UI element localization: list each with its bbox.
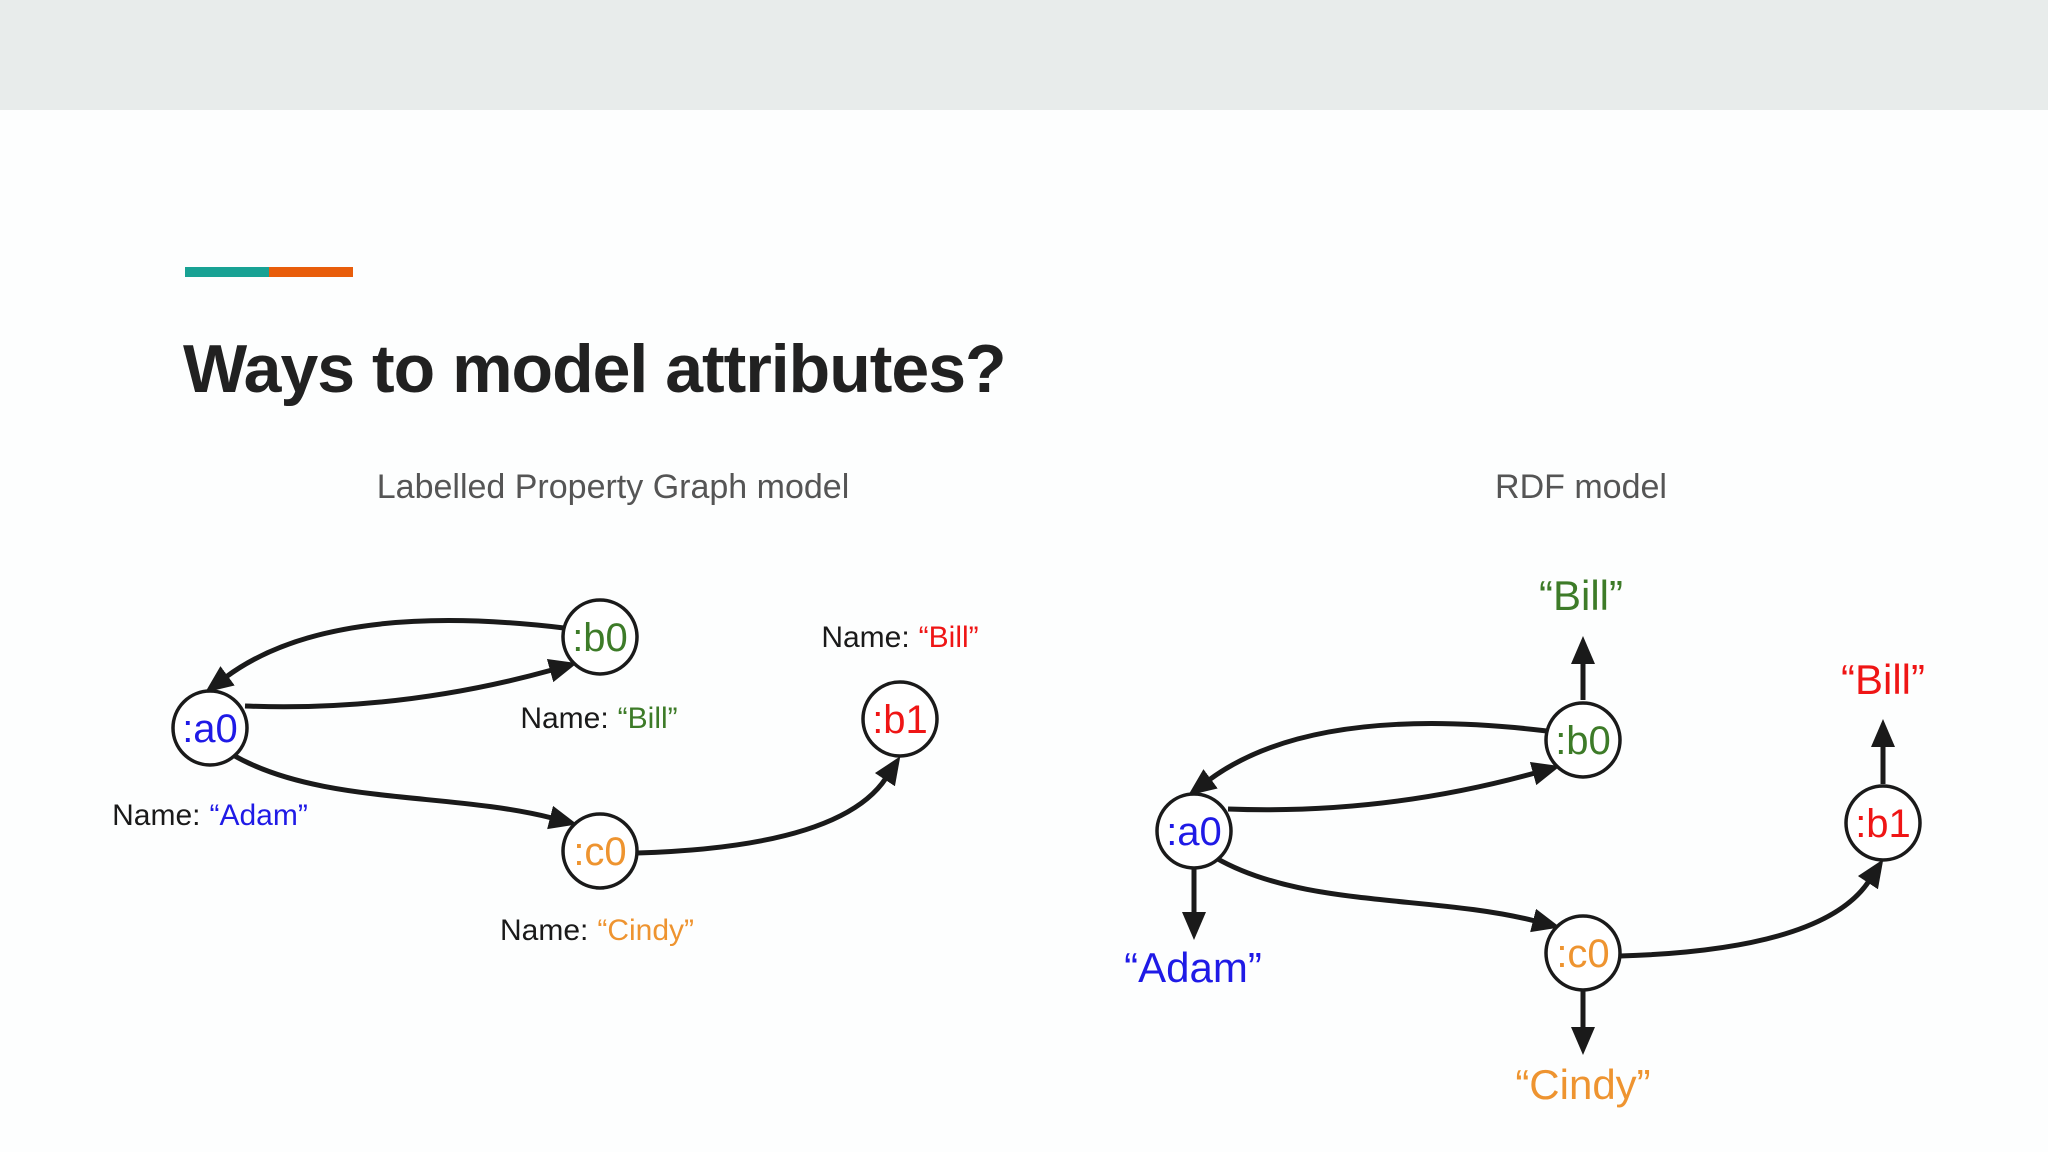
lpg-edge-a0-b0: [244, 658, 578, 710]
rdf-edge-a0-c0: [1214, 855, 1561, 933]
rdf-literal-a0: “Adam”: [1124, 944, 1262, 991]
rdf-diagram: :a0 :b0 :c0 :b1: [1155, 636, 1922, 1055]
rdf-subtitle: RDF model: [1495, 468, 1667, 506]
rdf-node-a0-label: :a0: [1166, 810, 1222, 854]
rdf-edge-b0-a0: [1188, 721, 1548, 796]
rdf-node-b0-label: :b0: [1555, 719, 1611, 763]
lpg-node-b1-label: :b1: [872, 698, 928, 742]
property-value: “Adam”: [209, 799, 308, 832]
lpg-node-b0-circle: [561, 598, 639, 676]
property-value: “Bill”: [918, 621, 979, 654]
lpg-edge-b0-a0: [205, 618, 565, 693]
rdf-edge-a0-b0: [1227, 761, 1561, 813]
lpg-edge-a0-c0: [231, 752, 578, 830]
lpg-property-label-b0: Name:“Bill”: [520, 702, 677, 736]
rdf-literal-c0: “Cindy”: [1515, 1061, 1651, 1108]
lpg-node-a0-circle: [171, 689, 249, 767]
lpg-node-c0-circle: [561, 812, 639, 890]
property-value: “Bill”: [617, 702, 678, 735]
lpg-node-b0-label: :b0: [572, 616, 628, 660]
property-prefix: Name:: [821, 621, 910, 654]
lpg-property-label-c0: Name:“Cindy”: [500, 914, 694, 948]
accent-bar-teal: [185, 267, 269, 277]
rdf-literal-b1: “Bill”: [1841, 656, 1925, 703]
rdf-node-c0-circle: [1544, 914, 1622, 992]
lpg-node-c0-label: :c0: [573, 830, 626, 874]
property-prefix: Name:: [112, 799, 201, 832]
rdf-node-c0-label: :c0: [1556, 932, 1609, 976]
rdf-node-b1-label: :b1: [1855, 802, 1911, 846]
property-prefix: Name:: [499, 914, 589, 947]
rdf-edge-c0-b1: [1619, 859, 1884, 959]
rdf-node-b0-circle: [1544, 701, 1622, 779]
accent-bar: [185, 267, 353, 277]
lpg-diagram: :a0 :b0 :c0 :b1: [171, 598, 939, 890]
page-title: Ways to model attributes?: [183, 331, 1007, 407]
property-prefix: Name:: [520, 702, 609, 735]
lpg-node-a0-label: :a0: [182, 707, 238, 751]
lpg-subtitle: Labelled Property Graph model: [376, 468, 850, 506]
lpg-property-label-b1: Name:“Bill”: [821, 621, 978, 655]
rdf-node-a0-circle: [1155, 792, 1233, 870]
lpg-property-label-a0: Name:“Adam”: [112, 799, 308, 833]
accent-bar-orange: [269, 267, 353, 277]
header-band: [0, 0, 2048, 110]
property-value: “Cindy”: [597, 914, 695, 947]
diagram-canvas: :a0 :b0 :c0 :b1 :a0 :b0 :c0 :b: [171, 598, 1922, 1055]
lpg-edge-c0-b1: [636, 756, 901, 856]
rdf-literal-b0: “Bill”: [1539, 572, 1623, 619]
rdf-node-b1-circle: [1844, 784, 1922, 862]
lpg-node-b1-circle: [861, 680, 939, 758]
